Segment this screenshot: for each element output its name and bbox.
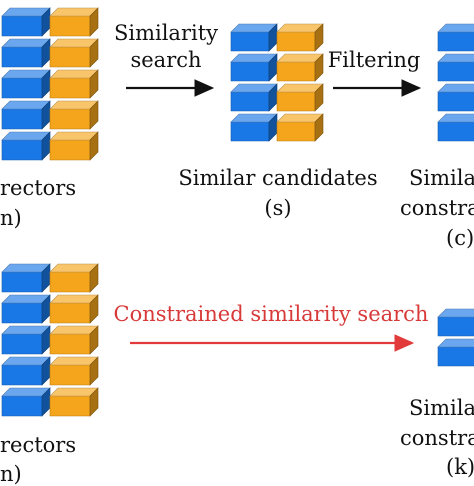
stack-top-mid-block-1-1-side: [314, 53, 324, 82]
bottom-result-label-line2: constra: [400, 426, 474, 450]
stack-top-left-block-3-0-front: [1, 108, 43, 130]
stack-top-left-block-1-0-front: [1, 46, 43, 68]
stack-top-mid-block-0-1-front: [276, 31, 316, 52]
stack-top-right-block-0-0-front: [437, 31, 474, 52]
candidates-label-line1: Similar candidates: [178, 166, 378, 190]
stack-top-left-block-1-1-front: [49, 46, 91, 68]
stack-top-mid-block-1-1-front: [276, 61, 316, 82]
top-vectors-label-line1: rectors: [0, 176, 77, 200]
vector-stack-bottom-left: [1, 263, 99, 417]
stack-bottom-left-block-1-0-front: [1, 302, 43, 324]
stack-top-left-block-3-1-side: [89, 100, 99, 130]
stack-top-mid-block-3-0-front: [230, 121, 270, 142]
stack-top-right-block-2-0-front: [437, 91, 474, 112]
bottom-vectors-label-line1: rectors: [0, 433, 77, 457]
bottom-result-label-line3: (k): [446, 455, 474, 479]
stack-top-mid-block-0-1-side: [314, 23, 324, 52]
stack-top-left-block-4-1-side: [89, 131, 99, 161]
top-vectors-label-line2: n): [0, 206, 22, 230]
stack-bottom-left-block-3-1-front: [49, 364, 91, 386]
stack-top-right-block-2-0-top: [437, 83, 474, 93]
stack-bottom-left-block-2-1-side: [89, 325, 99, 355]
constrained-search-label: Constrained similarity search: [113, 302, 429, 326]
stack-top-mid-block-2-1-front: [276, 91, 316, 112]
result-stack-top-right: [437, 23, 474, 142]
stack-top-left-block-2-1-front: [49, 77, 91, 99]
stack-bottom-right-block-1-0-front: [437, 346, 474, 367]
stack-bottom-right-block-0-0-front: [437, 316, 474, 337]
stack-top-left-block-0-1-front: [49, 15, 91, 37]
arrow1-label-line2: search: [130, 48, 202, 72]
stack-top-left-block-2-1-side: [89, 69, 99, 99]
arrow2-label: Filtering: [327, 48, 421, 72]
stack-bottom-left-block-1-1-front: [49, 302, 91, 324]
stack-bottom-left-block-0-1-front: [49, 271, 91, 293]
stack-bottom-right-block-1-0-top: [437, 338, 474, 348]
top-result-label-line1: Simila: [409, 166, 474, 190]
stack-bottom-left-block-3-0-front: [1, 364, 43, 386]
stack-top-left-block-4-0-front: [1, 139, 43, 161]
stack-bottom-left-block-0-0-front: [1, 271, 43, 293]
stack-bottom-right-block-0-0-top: [437, 308, 474, 318]
stack-top-mid-block-1-0-front: [230, 61, 270, 82]
stack-top-left-block-3-1-front: [49, 108, 91, 130]
stack-top-mid-block-2-0-front: [230, 91, 270, 112]
top-result-label-line3: (c): [446, 226, 474, 250]
stack-top-right-block-3-0-top: [437, 113, 474, 123]
stack-top-left-block-0-0-front: [1, 15, 43, 37]
stack-bottom-left-block-3-1-side: [89, 356, 99, 386]
stack-top-left-block-4-1-front: [49, 139, 91, 161]
stack-bottom-left-block-2-0-front: [1, 333, 43, 355]
diagram-canvas: [1, 7, 474, 417]
stack-top-left-block-0-1-side: [89, 7, 99, 37]
candidate-stack-top: [230, 23, 324, 142]
bottom-result-label-line1: Simila: [409, 396, 474, 420]
bottom-vectors-label-line2: n): [0, 462, 22, 486]
stack-top-mid-block-3-1-side: [314, 113, 324, 142]
stack-bottom-left-block-4-1-side: [89, 387, 99, 417]
stack-top-right-block-0-0-top: [437, 23, 474, 33]
stack-top-right-block-3-0-front: [437, 121, 474, 142]
stack-top-right-block-1-0-top: [437, 53, 474, 63]
stack-top-right-block-1-0-front: [437, 61, 474, 82]
stack-bottom-left-block-2-1-front: [49, 333, 91, 355]
stack-bottom-left-block-4-0-front: [1, 395, 43, 417]
stack-top-left-block-1-1-side: [89, 38, 99, 68]
vector-stack-top-left: [1, 7, 99, 161]
stack-top-left-block-2-0-front: [1, 77, 43, 99]
stack-top-mid-block-3-1-front: [276, 121, 316, 142]
result-stack-bottom-right: [437, 308, 474, 367]
stack-bottom-left-block-1-1-side: [89, 294, 99, 324]
arrow1-label-line1: Similarity: [113, 21, 219, 45]
top-result-label-line2: constra: [400, 196, 474, 220]
stack-bottom-left-block-0-1-side: [89, 263, 99, 293]
stack-bottom-left-block-4-1-front: [49, 395, 91, 417]
stack-top-mid-block-2-1-side: [314, 83, 324, 112]
stack-top-mid-block-0-0-front: [230, 31, 270, 52]
candidates-label-line2: (s): [264, 196, 292, 220]
